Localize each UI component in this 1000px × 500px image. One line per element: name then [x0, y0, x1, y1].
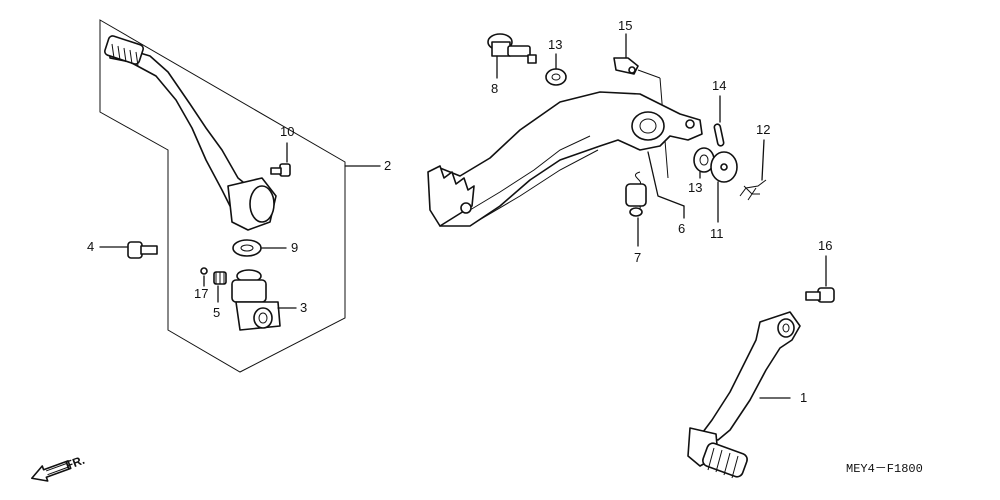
front-direction-arrow-icon	[31, 460, 72, 482]
drawing-code: MEY4－F1800	[846, 462, 923, 476]
callout-1: 1	[800, 390, 807, 405]
callout-10: 10	[280, 124, 294, 139]
callout-4: 4	[87, 239, 94, 254]
callout-8: 8	[491, 81, 498, 96]
kickstarter-group-outline	[99, 19, 346, 373]
pivot-bolt-8	[487, 33, 537, 64]
callout-15: 15	[618, 18, 632, 33]
callout-17: 17	[194, 286, 208, 301]
split-pin-14	[713, 123, 725, 147]
callout-3: 3	[300, 300, 307, 315]
callout-9: 9	[291, 240, 298, 255]
bolt-10	[270, 163, 291, 177]
seal-9	[232, 239, 262, 257]
bolt-16	[805, 287, 835, 303]
callout-5: 5	[213, 305, 220, 320]
clip-12	[739, 179, 767, 201]
washer-11	[710, 151, 738, 183]
callout-13-top: 13	[548, 37, 562, 52]
front-marker-label: FR.	[64, 453, 87, 473]
callout-16: 16	[818, 238, 832, 253]
return-spring-7	[625, 171, 647, 217]
gearshift-pedal	[687, 311, 801, 479]
callout-11: 11	[710, 226, 724, 241]
callout-13-right: 13	[688, 180, 702, 195]
brake-pedal	[427, 91, 703, 227]
clip-15	[613, 57, 639, 75]
pin-17	[200, 267, 208, 275]
washer-13-top	[545, 68, 567, 86]
callout-14: 14	[712, 78, 726, 93]
bolt-4	[127, 241, 158, 259]
callout-12: 12	[756, 122, 770, 137]
callout-6: 6	[678, 221, 685, 236]
callout-2: 2	[384, 158, 391, 173]
callout-7: 7	[634, 250, 641, 265]
spring-5	[213, 271, 227, 285]
kickstarter-boss	[231, 269, 281, 331]
kickstarter-arm	[104, 35, 277, 231]
